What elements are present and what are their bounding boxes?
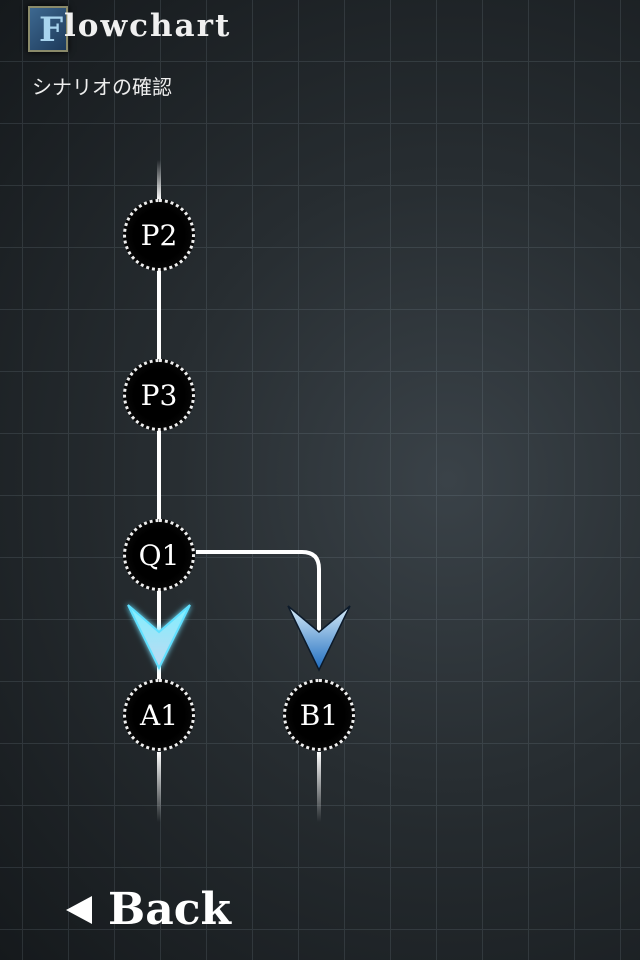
page-subtitle: シナリオの確認 <box>32 75 172 99</box>
node-q1[interactable]: Q1 <box>123 519 195 591</box>
line-q1-b1 <box>196 550 321 640</box>
line-a1-bottom <box>157 752 161 822</box>
page-title: lowchart <box>64 8 232 44</box>
selected-arrow-icon <box>127 604 191 671</box>
node-p2[interactable]: P2 <box>123 199 195 271</box>
back-label: Back <box>108 884 231 935</box>
line-p2-p3 <box>157 270 161 360</box>
line-p3-q1 <box>157 430 161 520</box>
node-a1[interactable]: A1 <box>123 679 195 751</box>
back-button[interactable]: Back <box>66 884 231 935</box>
line-b1-bottom <box>317 752 321 822</box>
flowchart-logo-icon: F <box>28 6 68 52</box>
node-b1[interactable]: B1 <box>283 679 355 751</box>
back-arrow-icon <box>66 895 92 924</box>
node-p3[interactable]: P3 <box>123 359 195 431</box>
line-top <box>157 160 161 200</box>
arrow-down-icon <box>287 605 351 672</box>
